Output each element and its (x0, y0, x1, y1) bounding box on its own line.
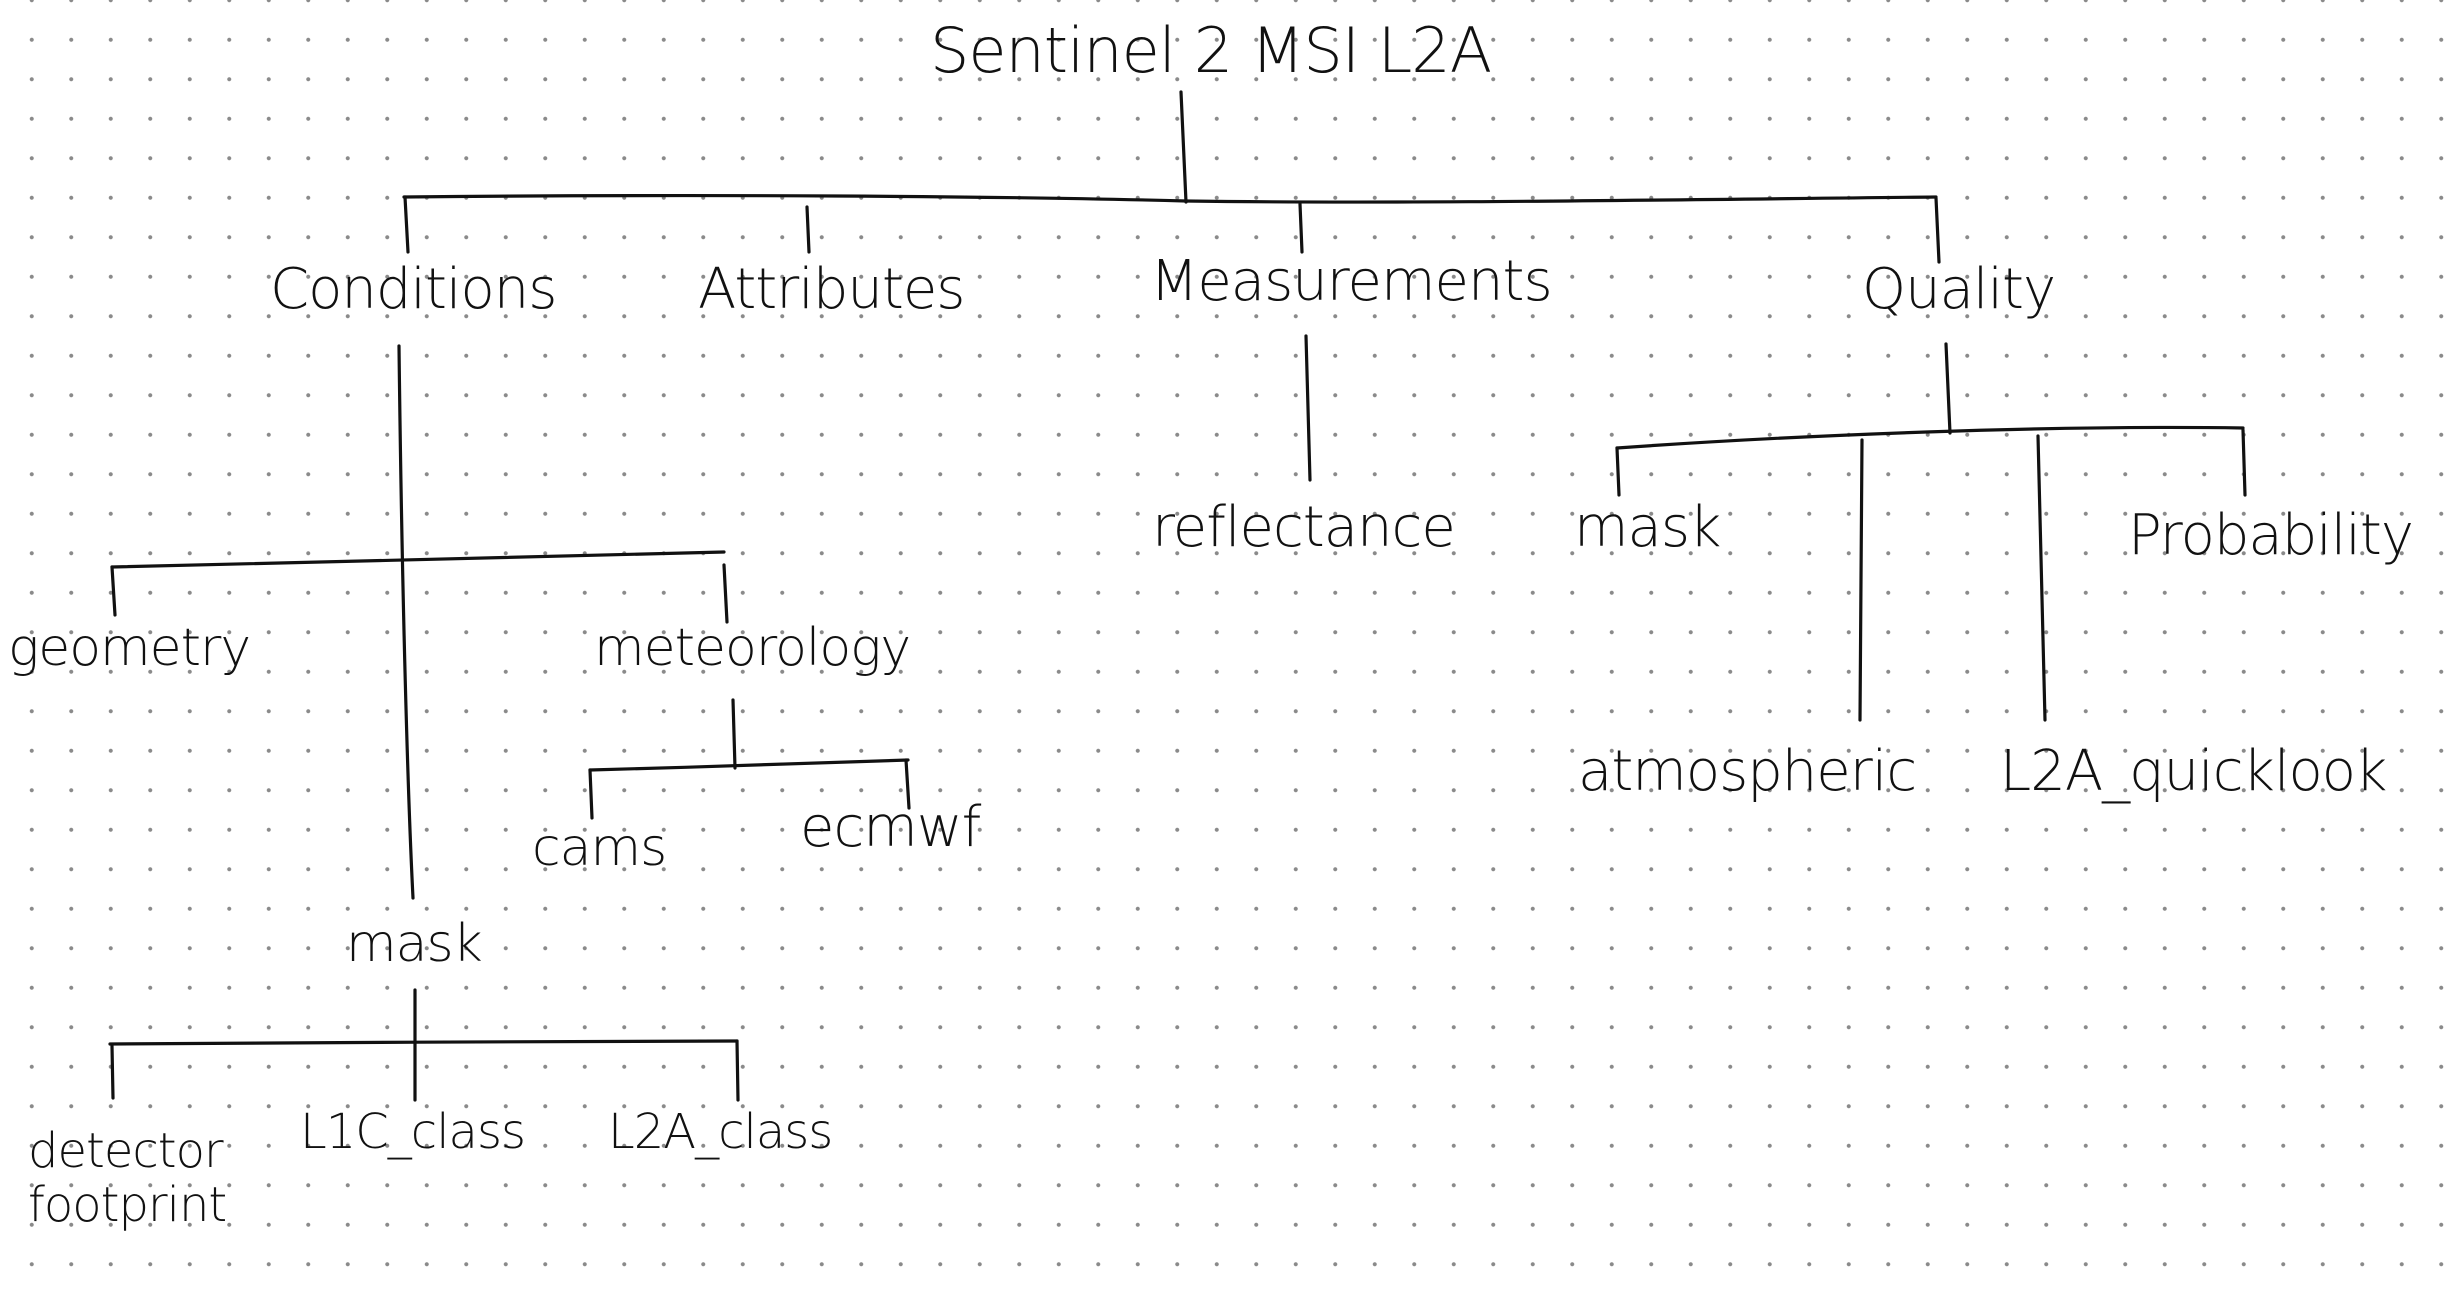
meteorology-branch-line (588, 758, 910, 772)
node-l1c-class: L1C_class (300, 1104, 526, 1160)
detector-drop-line (110, 1044, 115, 1100)
node-conditions-mask: mask (346, 914, 483, 974)
node-probability: Probability (2128, 503, 2414, 568)
node-l2a-quicklook: L2A_quicklook (2000, 739, 2387, 804)
measurements-drop-line (1298, 202, 1304, 254)
quality-stem-line (1944, 342, 1952, 435)
l2a-quicklook-drop-line (2036, 434, 2047, 722)
node-attributes: Attributes (698, 257, 965, 322)
node-geometry: geometry (8, 618, 251, 678)
geometry-drop-line (110, 565, 117, 617)
node-cams: cams (532, 818, 667, 878)
node-atmospheric: atmospheric (1578, 739, 1917, 804)
meteorology-stem-line (731, 698, 737, 770)
conditions-trunk-line (397, 344, 415, 900)
l2a-class-drop-line (735, 1039, 740, 1102)
node-l2a-class: L2A_class (608, 1104, 833, 1160)
diagram-title: Sentinel 2 MSI L2A (930, 14, 1492, 87)
level1-horizontal-line (402, 193, 1938, 204)
ecmwf-drop-line (904, 758, 911, 810)
mask-branch-line (108, 1039, 739, 1046)
cams-drop-line (588, 768, 594, 820)
root-stem-line (1179, 90, 1188, 204)
attributes-drop-line (805, 205, 811, 254)
quality-mask-drop-line (1615, 446, 1621, 497)
atmospheric-drop-line (1858, 438, 1864, 722)
node-detector-footprint: detector footprint (28, 1123, 227, 1233)
conditions-drop-line (403, 195, 410, 254)
node-reflectance: reflectance (1152, 495, 1456, 560)
node-quality: Quality (1862, 257, 2056, 322)
node-ecmwf: ecmwf (800, 795, 981, 860)
node-quality-mask: mask (1574, 495, 1721, 560)
quality-drop-line (1934, 196, 1941, 264)
node-meteorology: meteorology (594, 618, 911, 678)
meteorology-drop-line (722, 563, 729, 624)
probability-drop-line (2241, 428, 2247, 497)
quality-branch-line (1615, 425, 2245, 450)
node-measurements: Measurements (1150, 249, 1553, 314)
node-conditions: Conditions (270, 257, 557, 322)
conditions-branch-line (110, 550, 726, 569)
measurements-stem-line (1304, 334, 1312, 482)
